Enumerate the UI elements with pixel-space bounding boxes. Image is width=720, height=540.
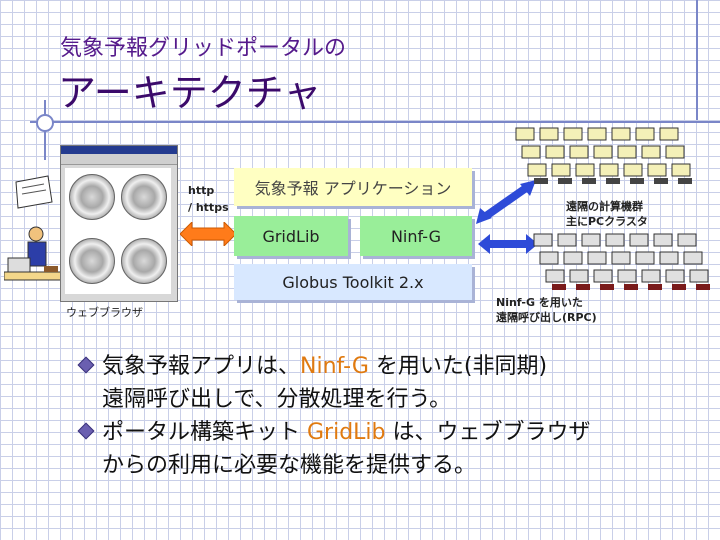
bullet-item: ポータル構築キット GridLib は、ウェブブラウザ からの利用に必要な機能を… [77, 416, 700, 482]
diamond-bullet-icon [77, 356, 95, 374]
weather-map-icon [69, 174, 115, 220]
rpc-label-line1: Ninf-G を用いた [496, 296, 583, 309]
browser-content [65, 168, 171, 294]
pc-cluster-upper-icon [515, 127, 692, 184]
bullet-text: 気象予報アプリは、 [102, 354, 301, 379]
bullet-highlight: Ninf-G [300, 354, 369, 379]
user-at-computer-icon [4, 175, 65, 281]
bullet-text: は、ウェブブラウザ [385, 420, 591, 445]
remote-arrow-lower-icon [478, 234, 538, 254]
title-underline-rule [30, 121, 720, 123]
weather-map-icon [121, 174, 167, 220]
gridlib-box: GridLib [234, 216, 348, 256]
https-label: / https [188, 201, 229, 214]
bullet-text: ポータル構築キット [102, 420, 307, 445]
weather-app-box: 気象予報 アプリケーション [234, 168, 472, 206]
pc-cluster-label: 主にPCクラスタ [566, 215, 648, 228]
top-vertical-rule [696, 0, 698, 120]
diamond-bullet-icon [77, 422, 95, 440]
weather-map-icon [121, 238, 167, 284]
rule-circle-ornament [36, 114, 54, 132]
http-label: http [188, 184, 215, 197]
browser-toolbar [61, 154, 177, 165]
remote-computers-label: 遠隔の計算機群 [566, 200, 643, 213]
browser-window-screenshot [60, 145, 178, 302]
rpc-label-line2: 遠隔呼び出し(RPC) [496, 311, 597, 324]
bullet-text: 遠隔呼び出しで、分散処理を行う。 [102, 387, 452, 412]
slide-subtitle: 気象予報グリッドポータルの [60, 36, 347, 61]
globus-toolkit-box: Globus Toolkit 2.x [234, 264, 472, 300]
http-double-arrow-icon [180, 222, 236, 246]
bullet-highlight: GridLib [307, 420, 386, 445]
bullet-list: 気象予報アプリは、Ninf-G を用いた(非同期) 遠隔呼び出しで、分散処理を行… [77, 350, 700, 482]
slide-title: アーキテクチャ [58, 71, 322, 115]
browser-caption: ウェブブラウザ [66, 306, 143, 319]
ninfg-box: Ninf-G [360, 216, 472, 256]
remote-arrow-upper-icon [476, 180, 536, 224]
bullet-text: を用いた(非同期) [368, 354, 548, 379]
bullet-text: からの利用に必要な機能を提供する。 [102, 453, 477, 478]
weather-map-icon [69, 238, 115, 284]
browser-titlebar [61, 146, 177, 154]
bullet-item: 気象予報アプリは、Ninf-G を用いた(非同期) 遠隔呼び出しで、分散処理を行… [77, 350, 700, 416]
pc-cluster-lower-icon [533, 233, 710, 290]
